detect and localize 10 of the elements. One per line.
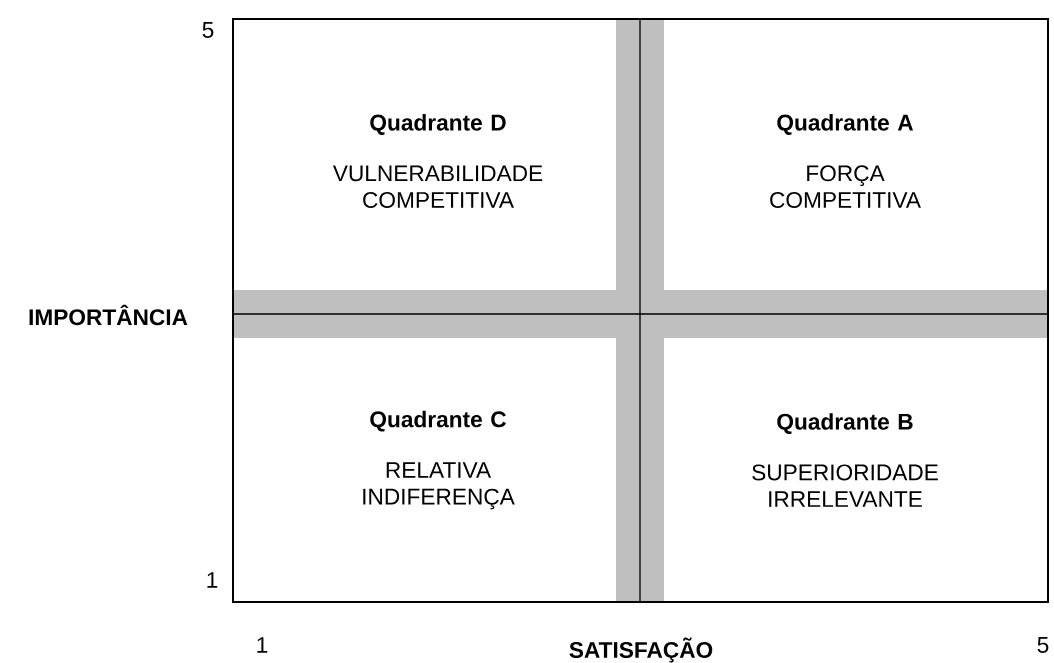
axis-tick-label: 5: [1037, 637, 1049, 653]
axis-title: IMPORTÂNCIA: [29, 304, 188, 326]
quadrant-text: Quadrante B SUPERIORIDADE IRRELEVANTE: [752, 413, 938, 507]
axis-tick-label: 1: [257, 637, 268, 653]
quadrant-text: Quadrante A FORÇA COMPETITIVA: [770, 114, 921, 208]
quadrant-text: Quadrante D VULNERABILIDADE COMPETITIVA: [332, 114, 543, 208]
axis-tick-label: 5: [202, 22, 214, 38]
axis-tick-label: 1: [207, 572, 218, 588]
quadrant-text: Quadrante C RELATIVA INDIFERENÇA: [363, 410, 515, 510]
axis-title: SATISFAÇÃO: [569, 637, 713, 663]
